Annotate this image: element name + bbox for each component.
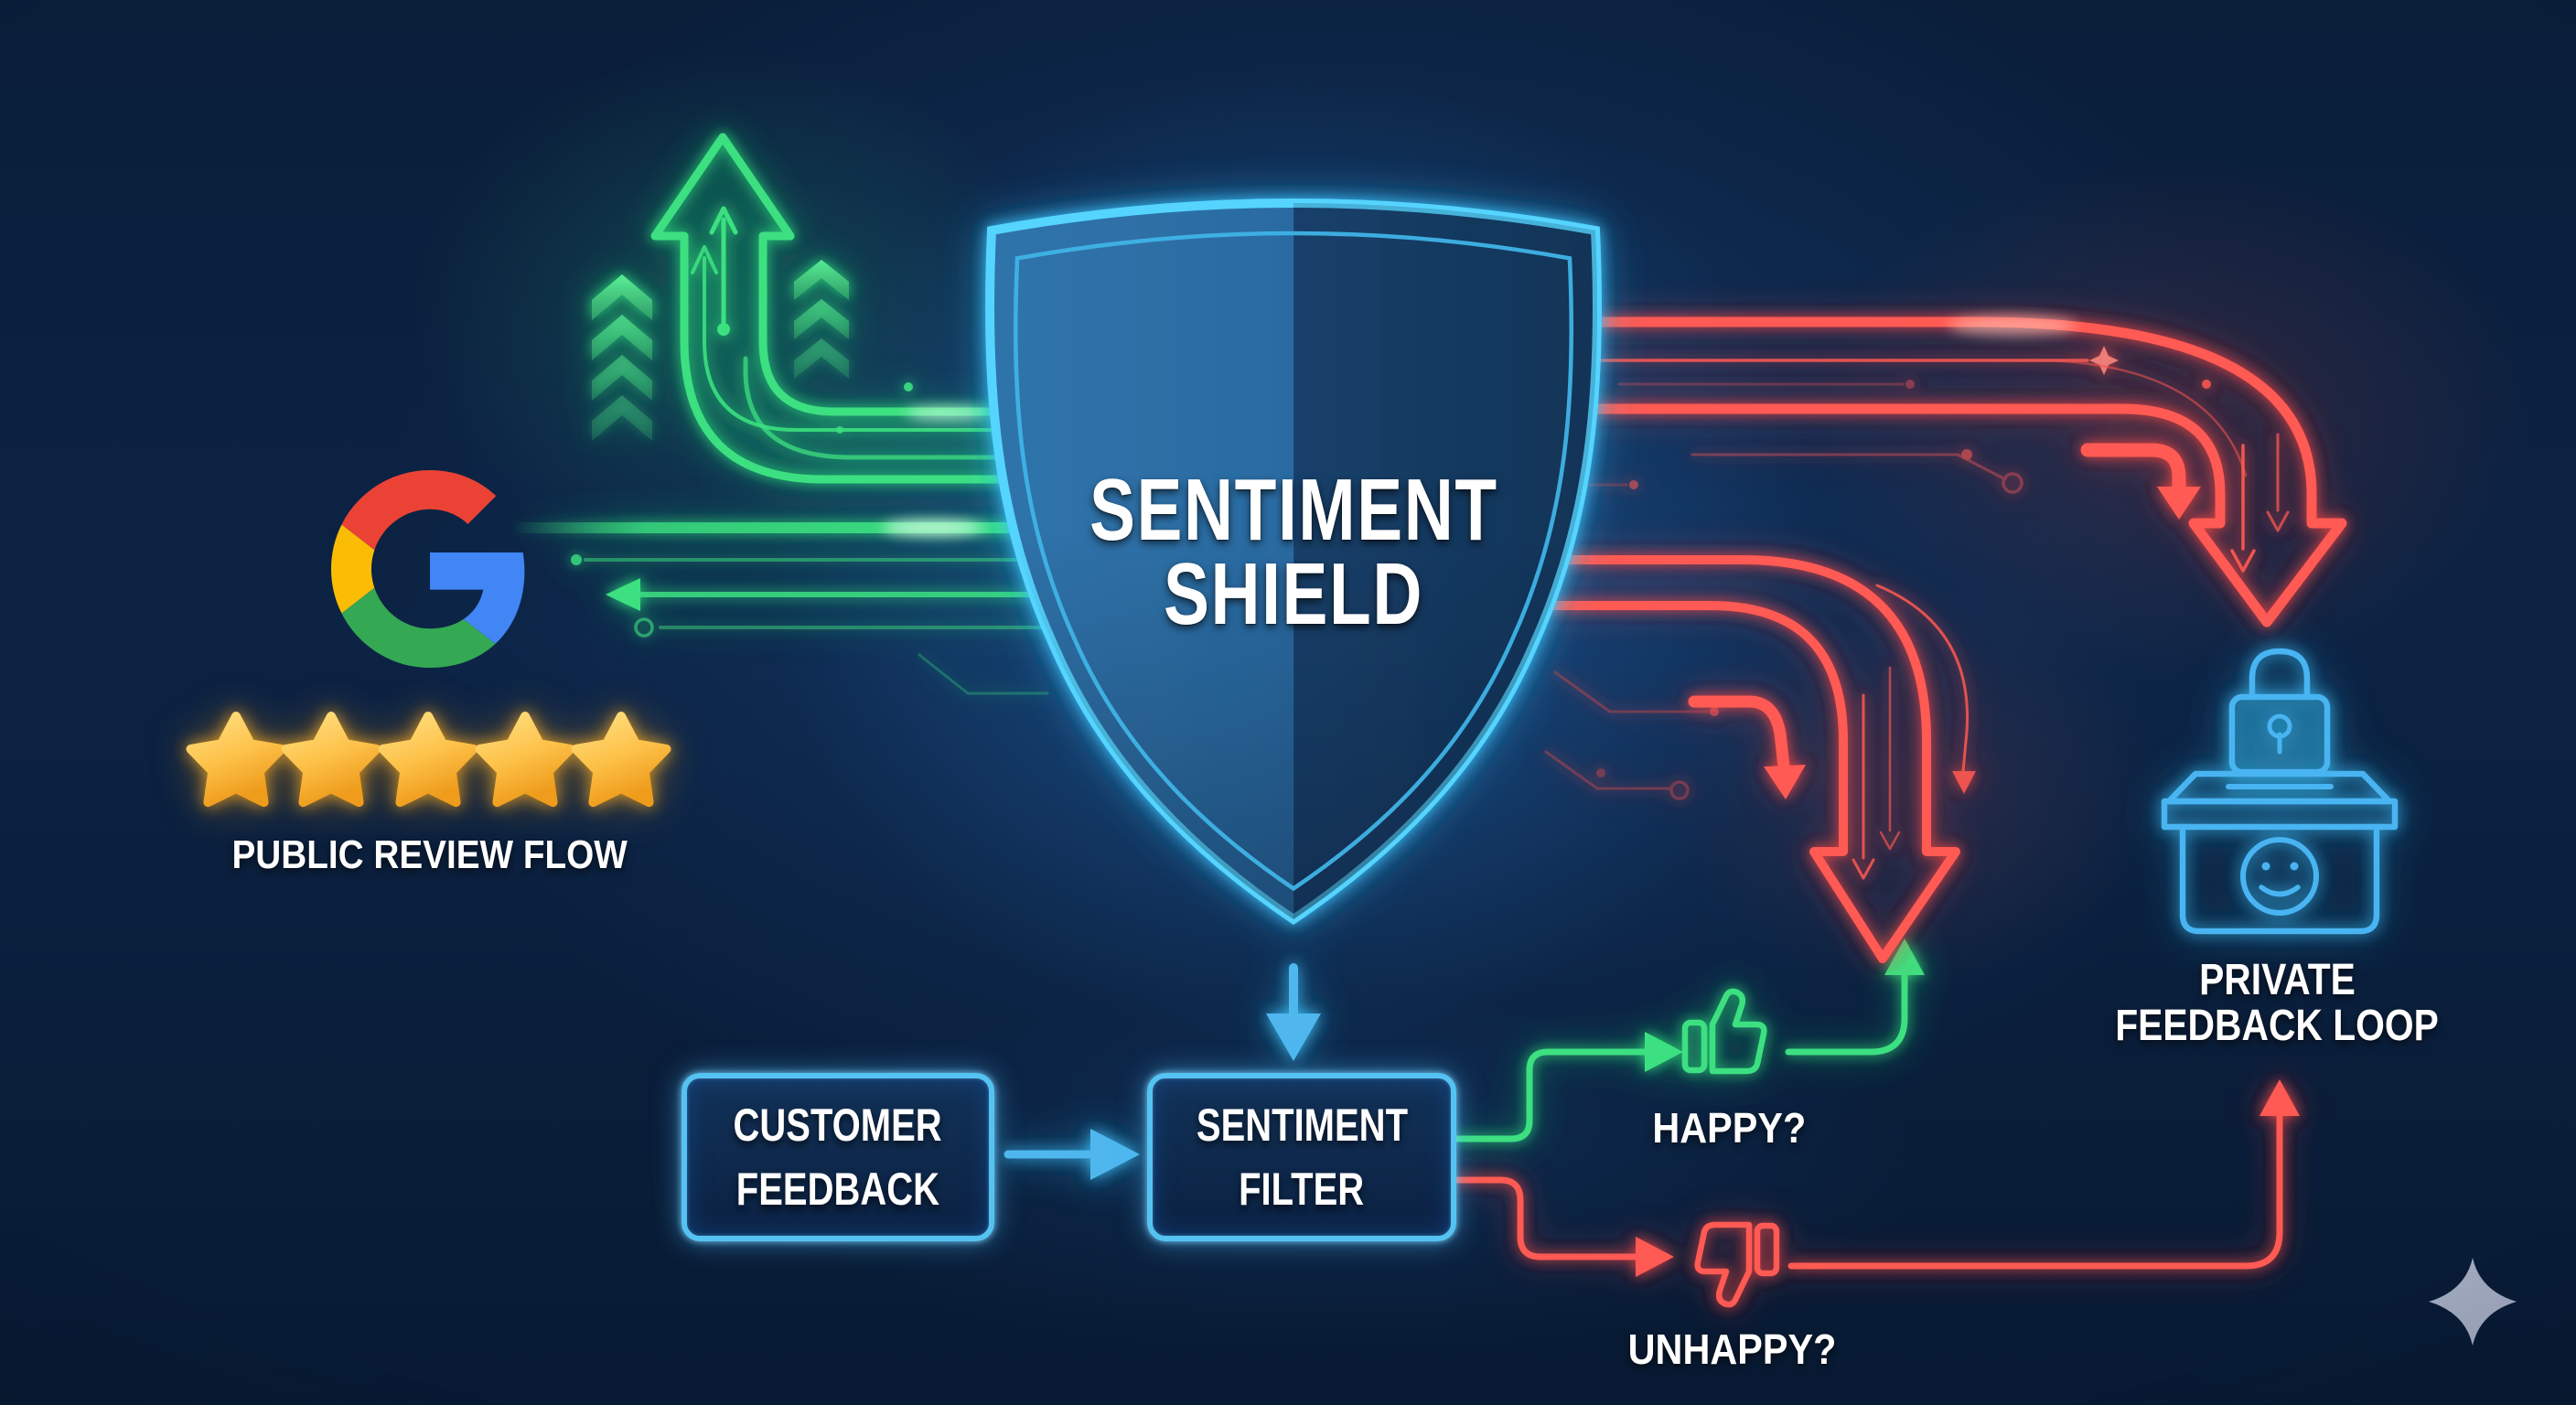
sparkle-icon: [2429, 1258, 2517, 1346]
red-inner-arrows-1: [2230, 433, 2290, 573]
red-circuit-traces-lower: [1544, 480, 1719, 800]
box-band: [2161, 798, 2399, 831]
unhappy-label: UNHAPPY?: [1628, 1325, 1837, 1373]
thumbs-down-icon: [1698, 1225, 1780, 1304]
locked-feedback-box-icon: [2161, 648, 2399, 935]
google-g-icon: [331, 470, 525, 668]
happy-label: HAPPY?: [1652, 1104, 1806, 1152]
private-feedback-loop-label: PRIVATE FEEDBACK LOOP: [2057, 958, 2496, 1049]
green-inner-curve: [743, 356, 1050, 460]
thumbs-up-icon: [1681, 992, 1764, 1071]
lock-shackle: [2249, 648, 2311, 701]
negative-flow-graphics: [1453, 316, 2347, 1304]
sentiment-filter-line1: SENTIMENT: [1196, 1099, 1408, 1151]
cyan-flow-arrows: [1004, 963, 1321, 1180]
green-up-arrow-icon: [650, 133, 1052, 484]
red-circuit-traces-upper: [1617, 380, 2023, 494]
unhappy-branch-arrow: [1453, 1079, 2300, 1277]
red-inner-arrows-2: [1852, 584, 1976, 880]
smiley-face-icon: [2240, 837, 2319, 916]
private-label-line2: FEEDBACK LOOP: [2115, 1002, 2439, 1050]
chevron-up-stack-right-icon: [794, 260, 849, 379]
star-icon: [378, 712, 478, 808]
star-icon: [186, 712, 286, 808]
sentiment-filter-line2: FILTER: [1239, 1164, 1365, 1215]
red-small-arrow-2-icon: [1688, 695, 1806, 799]
public-review-flow-label: PUBLIC REVIEW FLOW: [231, 832, 628, 877]
green-curve-glint: [906, 406, 988, 421]
red-down-arrow-1-icon: [1540, 316, 2347, 627]
green-line-glint: [883, 520, 983, 536]
star-icon: [281, 712, 381, 808]
shield-title-line1: SENTIMENT: [1089, 461, 1498, 559]
customer-feedback-line2: FEEDBACK: [735, 1164, 940, 1215]
red-down-arrow-2-icon: [1541, 555, 1960, 963]
positive-flow-graphics: [512, 133, 1925, 1142]
green-inner-arrow-icon: [709, 206, 738, 336]
customer-feedback-line1: CUSTOMER: [733, 1099, 943, 1151]
shield-title: SENTIMENT SHIELD: [928, 461, 1659, 643]
red-thin-traces-top: [1553, 346, 2248, 477]
chevron-up-stack-left-icon: [592, 274, 652, 441]
five-star-rating: [186, 712, 671, 808]
shield-to-filter-arrow-icon: [1266, 963, 1321, 1061]
red-line-glint: [1948, 316, 2077, 336]
star-icon: [571, 712, 671, 808]
private-label-line1: PRIVATE: [2198, 956, 2356, 1004]
feedback-to-filter-arrow-icon: [1004, 1129, 1140, 1180]
star-icon: [475, 712, 575, 808]
customer-feedback-box: CUSTOMER FEEDBACK: [682, 1073, 994, 1241]
shield-title-line2: SHIELD: [1164, 545, 1423, 643]
happy-branch-arrow: [1453, 938, 1925, 1142]
box-body: [2179, 823, 2380, 935]
green-inner-arrow-2-icon: [691, 245, 1049, 432]
red-small-arrow-1-icon: [2080, 443, 2201, 520]
sentiment-filter-box: SENTIMENT FILTER: [1147, 1073, 1456, 1241]
